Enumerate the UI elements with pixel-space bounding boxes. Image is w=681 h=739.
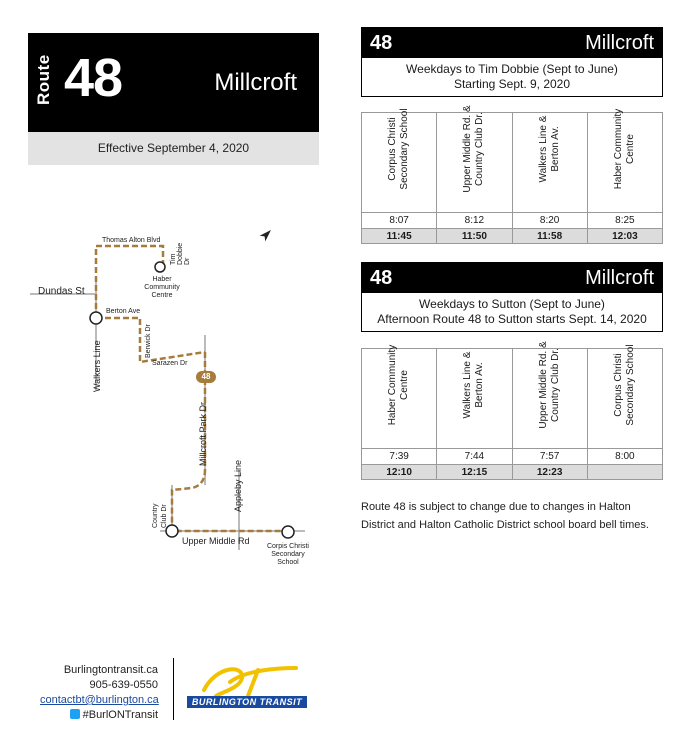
schedule-2-subtitle-2: Afternoon Route 48 to Sutton starts Sept… xyxy=(377,312,647,326)
schedule-1-table: Corpus Christi Secondary School Upper Mi… xyxy=(361,105,663,244)
table-row: 8:07 8:12 8:20 8:25 xyxy=(362,213,662,228)
burlington-transit-logo-icon xyxy=(202,666,298,698)
table-row: 7:39 7:44 7:57 8:00 xyxy=(362,449,662,464)
schedule-2-header: 48 Millcroft Weekdays to Sutton (Sept to… xyxy=(361,262,663,332)
schedule-1-number: 48 xyxy=(370,32,393,54)
schedule-1-col-2: Upper Middle Rd. & Country Club Dr. xyxy=(437,105,513,212)
table-row: 12:10 12:15 12:23 xyxy=(362,464,662,479)
phone-number: 905-639-0550 xyxy=(89,679,158,691)
stop-country-club xyxy=(165,524,179,538)
route-badge: 48 xyxy=(196,371,216,383)
table-row: 11:45 11:50 11:58 12:03 xyxy=(362,228,662,243)
stop-corpus xyxy=(281,525,295,539)
route-word: Route xyxy=(34,54,53,105)
twitter-icon xyxy=(69,709,80,719)
schedule-1-col-1: Corpus Christi Secondary School xyxy=(362,108,438,212)
schedule-2-col-1: Haber Community Centre xyxy=(362,345,438,448)
schedule-1-col-4: Haber Community Centre xyxy=(612,108,636,190)
contact-block: Burlingtontransit.ca 905-639-0550 contac… xyxy=(40,663,159,723)
schedule-2-col-3: Upper Middle Rd. & Country Club Dr. xyxy=(513,341,588,448)
label-millcroft-park: Millcroft Park Dr xyxy=(198,401,208,466)
north-arrow-icon xyxy=(259,230,271,242)
label-sarazen: Sarazen Dr xyxy=(152,360,188,367)
logo-text: BURLINGTON TRANSIT xyxy=(187,696,307,708)
label-berwick: Berwick Dr xyxy=(145,324,152,358)
label-dundas: Dundas St xyxy=(38,286,85,297)
website-link[interactable]: Burlingtontransit.ca xyxy=(63,664,158,676)
change-notice: Route 48 is subject to change due to cha… xyxy=(361,501,649,531)
route-path xyxy=(94,244,288,533)
twitter-handle[interactable]: #BurlONTransit xyxy=(40,708,158,723)
schedule-1-col-3: Walkers Line & Berton Av. xyxy=(513,113,588,212)
label-berton: Berton Ave xyxy=(106,308,141,315)
email-link[interactable]: contactbt@burlington.ca xyxy=(40,694,159,706)
schedule-2-name: Millcroft xyxy=(585,267,654,289)
schedule-2-col-2: Walkers Line & Berton Av. xyxy=(437,349,513,448)
schedule-1-name: Millcroft xyxy=(585,32,654,54)
route-map: Thomas Alton Blvd Tim Dobbie Dr Haber Co… xyxy=(30,220,330,580)
label-walkers: Walkers Line xyxy=(92,340,102,392)
schedule-1-subtitle-2: Starting Sept. 9, 2020 xyxy=(453,77,571,91)
stop-berton xyxy=(89,311,103,325)
route-name: Millcroft xyxy=(214,69,297,96)
schedule-1-subtitle-1: Weekdays to Tim Dobbie (Sept to June) xyxy=(406,62,618,76)
stop-haber xyxy=(154,261,166,273)
effective-date: Effective September 4, 2020 xyxy=(28,132,319,165)
label-appleby: Appleby Line xyxy=(233,459,243,512)
label-corpus-stop: Corpis Christi Secondary School xyxy=(266,543,309,566)
label-upper-middle: Upper Middle Rd xyxy=(182,536,250,546)
schedule-2-subtitle-1: Weekdays to Sutton (Sept to June) xyxy=(419,297,605,311)
route-number: 48 xyxy=(64,48,123,108)
map-graphic xyxy=(30,230,305,550)
footer-divider xyxy=(173,658,174,720)
label-thomas-alton: Thomas Alton Blvd xyxy=(102,237,161,244)
label-tim-dobbie: Tim Dobbie Dr xyxy=(170,242,191,265)
schedule-2-number: 48 xyxy=(370,267,393,289)
schedule-2-table: Haber Community Centre Walkers Line & Be… xyxy=(361,341,663,480)
schedule-2-col-4: Corpus Christi Secondary School xyxy=(612,344,636,426)
label-country-club: Country Club Dr xyxy=(152,503,168,528)
route-header: Route 48 Millcroft xyxy=(28,33,319,132)
label-haber-stop: Haber Community Centre xyxy=(144,276,180,299)
schedule-1-header: 48 Millcroft Weekdays to Tim Dobbie (Sep… xyxy=(361,27,663,97)
